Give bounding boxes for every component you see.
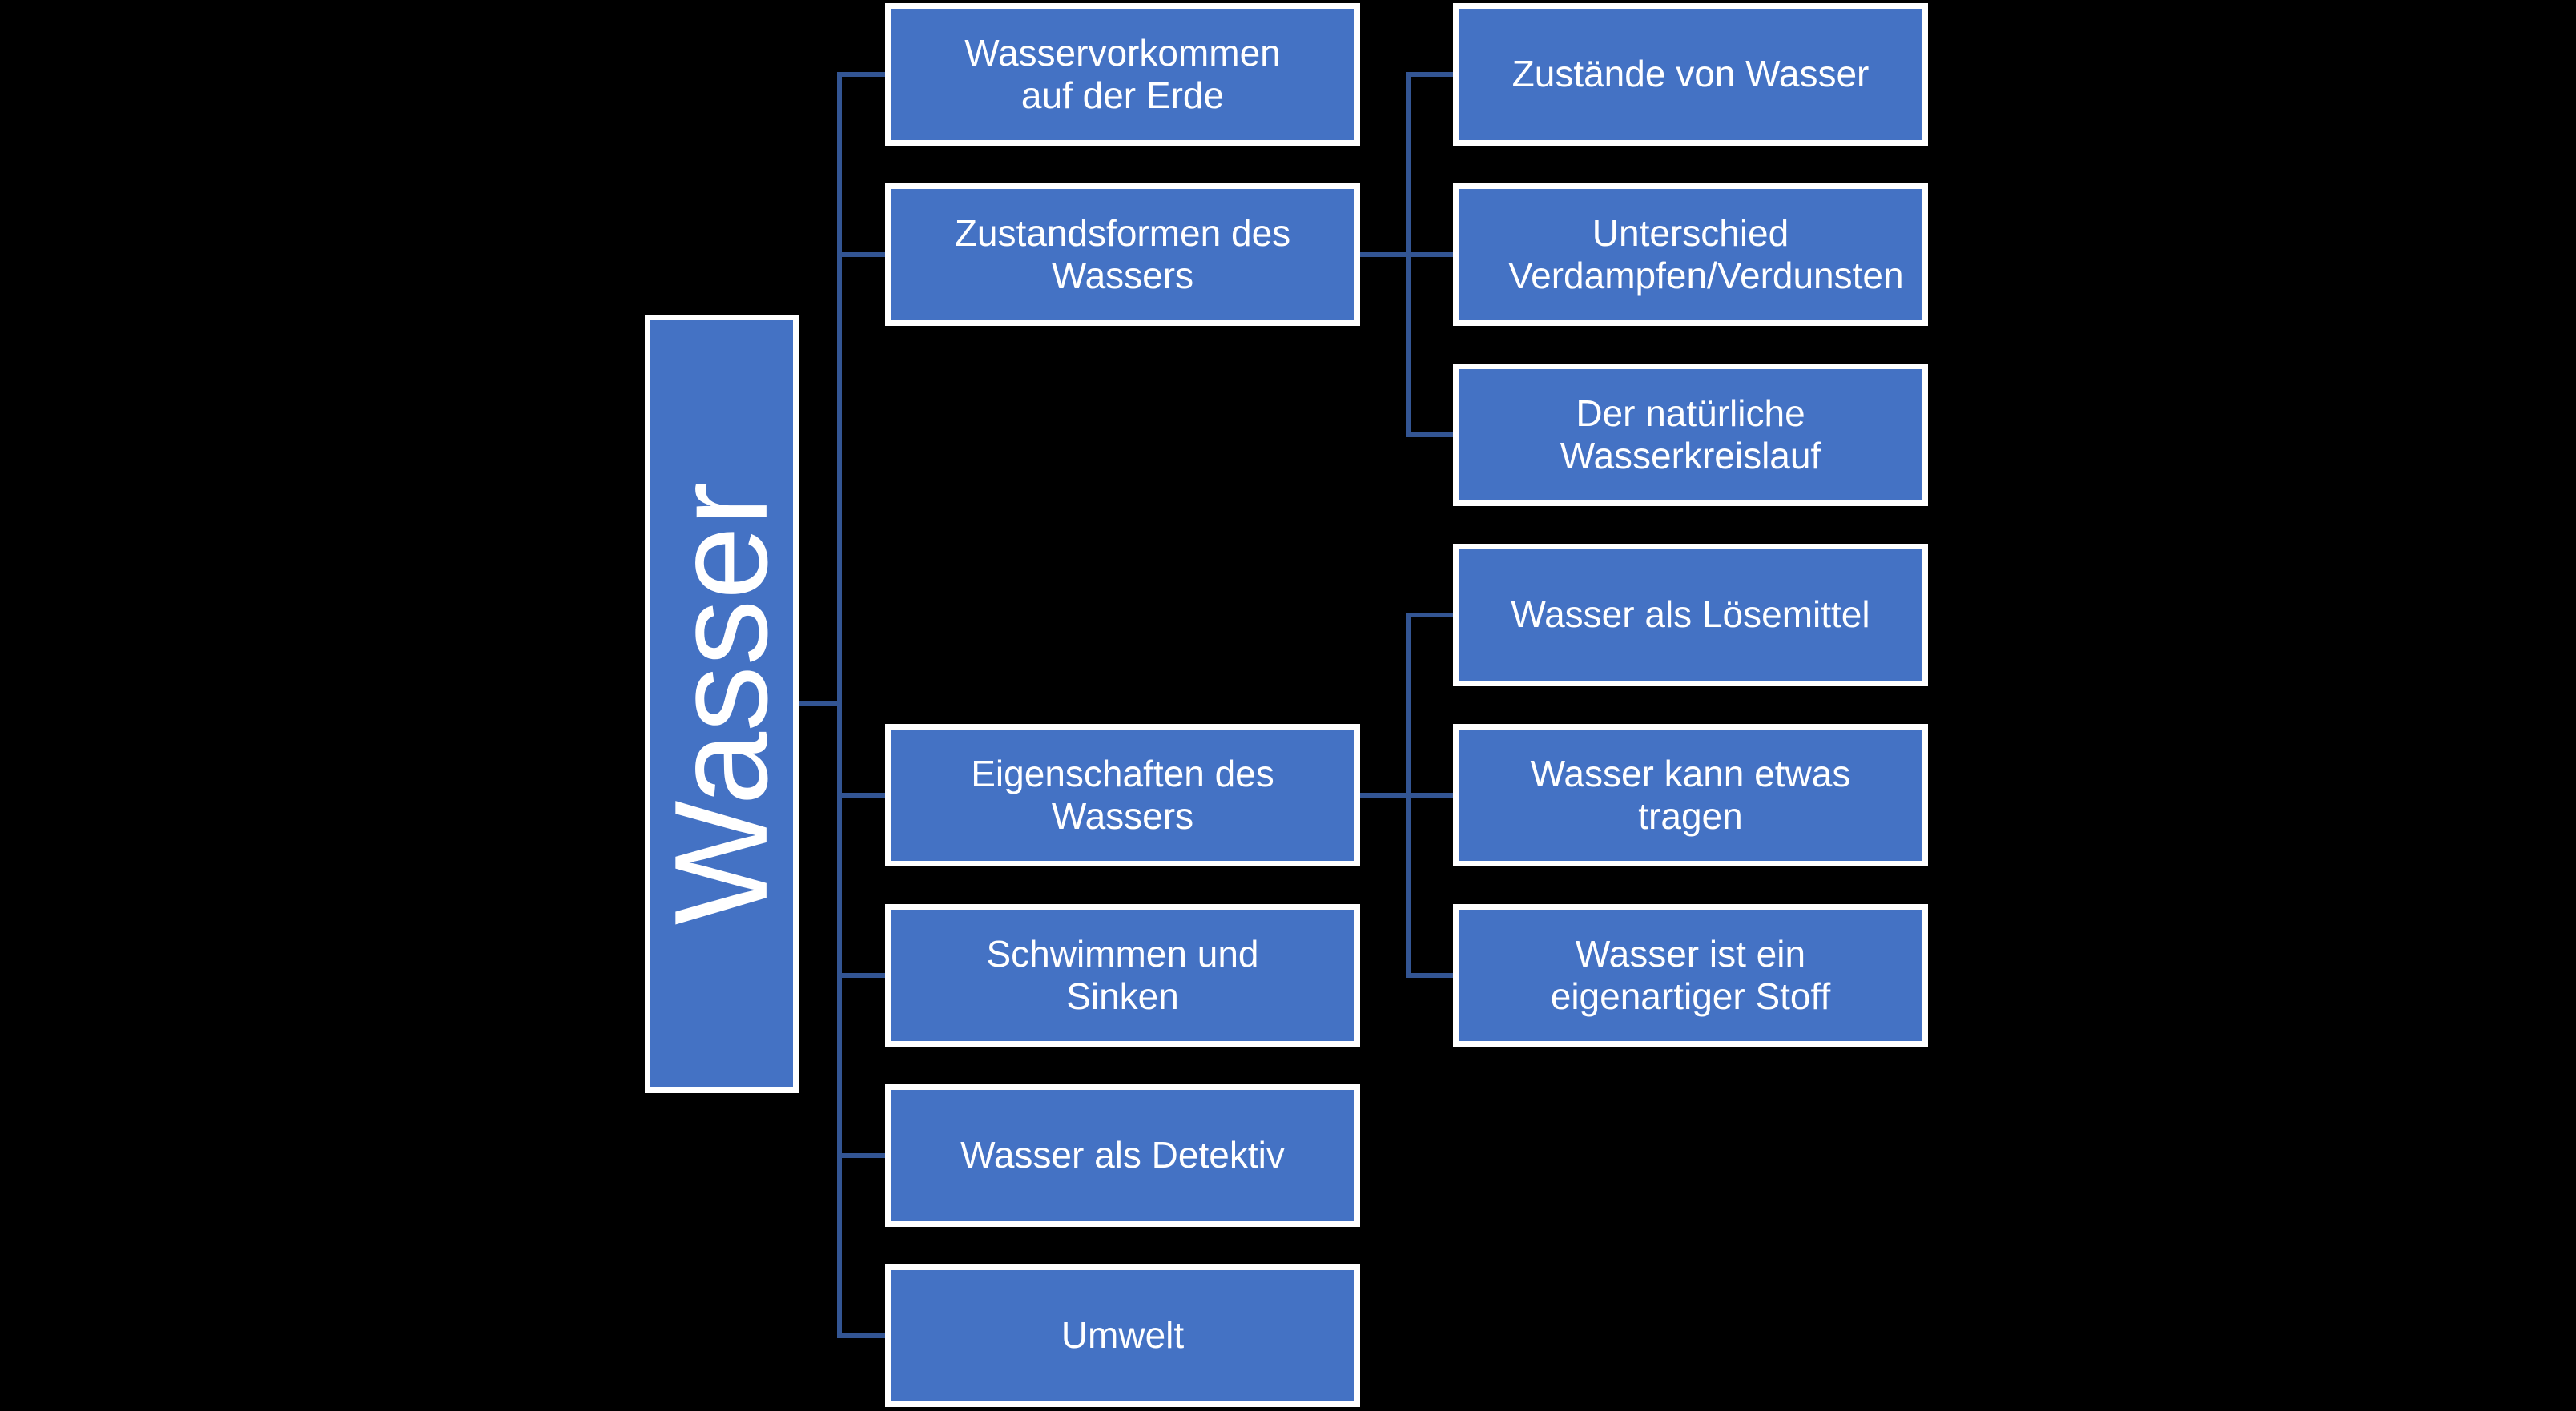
diagram-node-zustandsformen: Zustandsformen des Wassers xyxy=(885,183,1360,326)
connector-zustandsformen-out xyxy=(1360,252,1411,257)
diagram-node-schwimmen-sinken: Schwimmen und Sinken xyxy=(885,904,1360,1047)
connector-stub-unterschied xyxy=(1406,252,1453,257)
connector-stub-tragen xyxy=(1406,793,1453,798)
node-label: Wasservorkommen auf der Erde xyxy=(964,31,1281,116)
connector-stub-detektiv xyxy=(837,1153,885,1158)
connector-stub-loesemittel xyxy=(1406,613,1453,617)
connector-stub-zustaende xyxy=(1406,72,1453,77)
diagram-node-wasser-als-detektiv: Wasser als Detektiv xyxy=(885,1084,1360,1227)
node-label: Wasser als Lösemittel xyxy=(1511,593,1870,636)
connector-stub-eigenartiger-stoff xyxy=(1406,973,1453,978)
connector-stub-wasservorkommen xyxy=(837,72,885,77)
diagram-node-wasser-eigenartiger-stoff: Wasser ist ein eigenartiger Stoff xyxy=(1453,904,1928,1047)
node-label: Wasser ist ein eigenartiger Stoff xyxy=(1550,932,1831,1017)
connector-stub-eigenschaften xyxy=(837,793,885,798)
diagram-node-umwelt: Umwelt xyxy=(885,1264,1360,1407)
connector-root-stub xyxy=(799,701,842,706)
diagram-node-unterschied-verdampfen-verdunsten: Unterschied Verdampfen/Verdunsten xyxy=(1453,183,1928,326)
node-label: Wasser als Detektiv xyxy=(960,1134,1285,1176)
diagram-node-zustaende-von-wasser: Zustände von Wasser xyxy=(1453,3,1928,146)
node-label: Der natürliche Wasserkreislauf xyxy=(1560,392,1821,476)
node-label: Umwelt xyxy=(1061,1314,1185,1357)
diagram-node-natuerlicher-wasserkreislauf: Der natürliche Wasserkreislauf xyxy=(1453,364,1928,506)
connector-stub-umwelt xyxy=(837,1333,885,1338)
connector-stub-zustandsformen xyxy=(837,252,885,257)
diagram-node-wasservorkommen: Wasservorkommen auf der Erde xyxy=(885,3,1360,146)
connector-stub-schwimmen xyxy=(837,973,885,978)
diagram-node-wasser-kann-etwas-tragen: Wasser kann etwas tragen xyxy=(1453,724,1928,866)
node-label: Zustandsformen des Wassers xyxy=(954,211,1291,296)
diagram-node-eigenschaften: Eigenschaften des Wassers xyxy=(885,724,1360,866)
node-label: Zustände von Wasser xyxy=(1511,53,1870,95)
diagram-node-wasser-als-loesemittel: Wasser als Lösemittel xyxy=(1453,544,1928,686)
diagram-node-root: Wasser xyxy=(645,315,799,1093)
node-label: Unterschied Verdampfen/Verdunsten xyxy=(1508,211,1904,296)
node-label: Schwimmen und Sinken xyxy=(986,932,1259,1017)
node-label: Eigenschaften des Wassers xyxy=(971,752,1274,837)
node-label: Wasser kann etwas tragen xyxy=(1530,752,1851,837)
connector-eigenschaften-out xyxy=(1360,793,1411,798)
connector-stub-wasserkreislauf xyxy=(1406,432,1453,437)
root-label: Wasser xyxy=(647,482,795,926)
